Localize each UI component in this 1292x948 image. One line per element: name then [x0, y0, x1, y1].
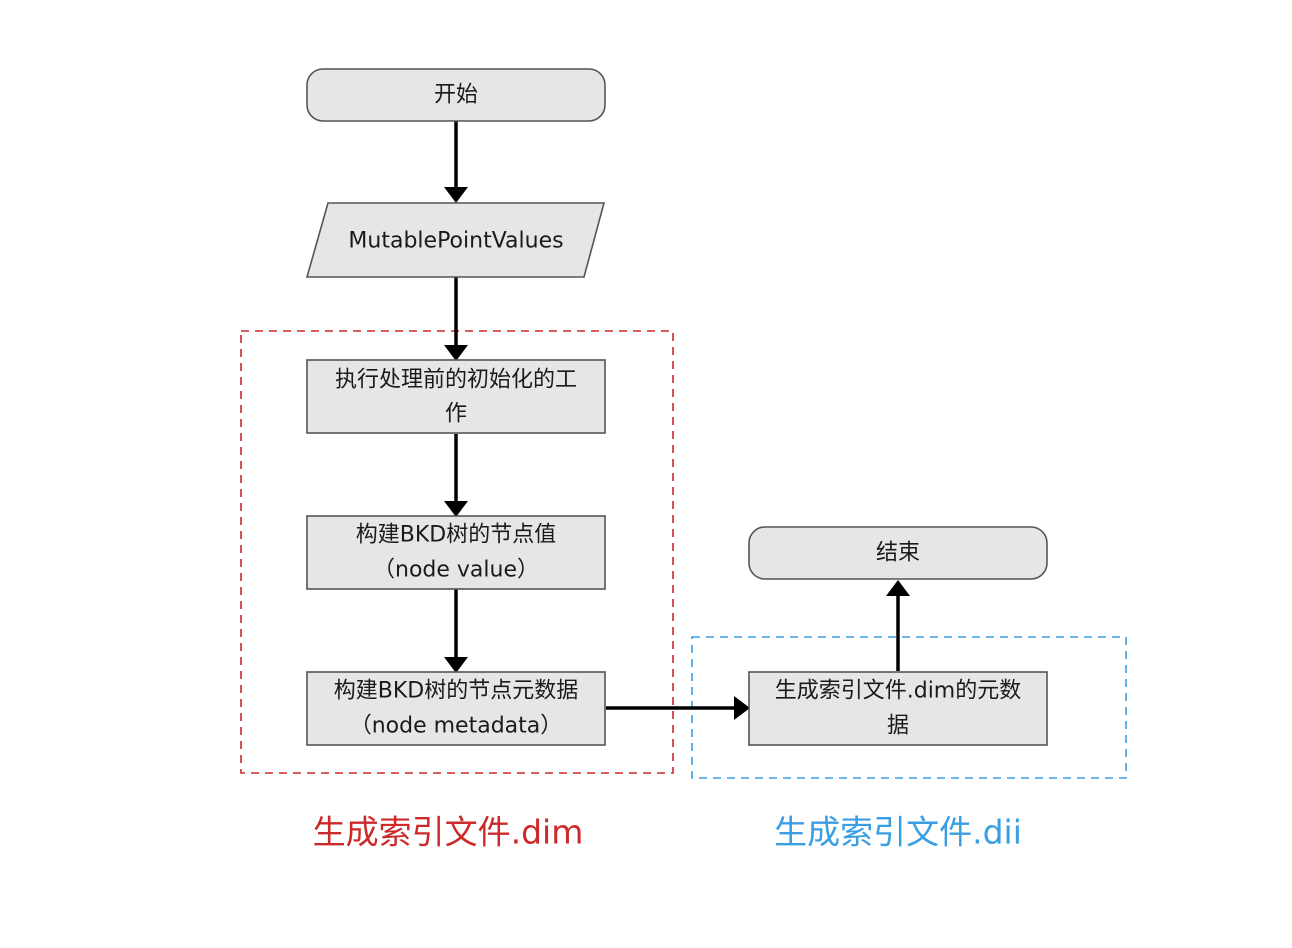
arrowhead-down-1 — [444, 187, 468, 203]
arrowhead-down-2 — [444, 345, 468, 361]
init-label-line2: 作 — [445, 402, 467, 427]
input-node — [305, 202, 606, 278]
start-node — [306, 68, 606, 122]
dim-metadata-label-line2: 据 — [887, 714, 909, 739]
node-metadata-node — [306, 671, 606, 746]
dim-metadata-node — [748, 671, 1048, 746]
dii-group-caption: 生成索引文件.dii — [774, 813, 1022, 852]
connectors — [454, 121, 900, 710]
arrowhead-down-3 — [444, 501, 468, 517]
init-label-line1: 执行处理前的初始化的工 — [335, 368, 577, 393]
input-label: MutablePointValues — [348, 229, 563, 254]
node-value-node — [306, 515, 606, 590]
node-metadata-label-line2: （node metadata） — [350, 714, 563, 739]
node-value-label-line1: 构建BKD树的节点值 — [356, 523, 556, 548]
arrowheads — [444, 187, 910, 720]
arrowhead-right — [734, 696, 750, 720]
start-label: 开始 — [434, 83, 478, 108]
arrowhead-up — [886, 580, 910, 596]
end-node — [748, 526, 1048, 580]
dim-metadata-label-line1: 生成索引文件.dim的元数 — [775, 679, 1022, 704]
node-metadata-label-line1: 构建BKD树的节点元数据 — [334, 679, 578, 704]
node-value-label-line2: （node value） — [373, 558, 539, 583]
end-label: 结束 — [876, 541, 920, 566]
init-node — [306, 359, 606, 434]
arrowhead-down-4 — [444, 657, 468, 673]
dim-group-caption: 生成索引文件.dim — [313, 813, 584, 852]
